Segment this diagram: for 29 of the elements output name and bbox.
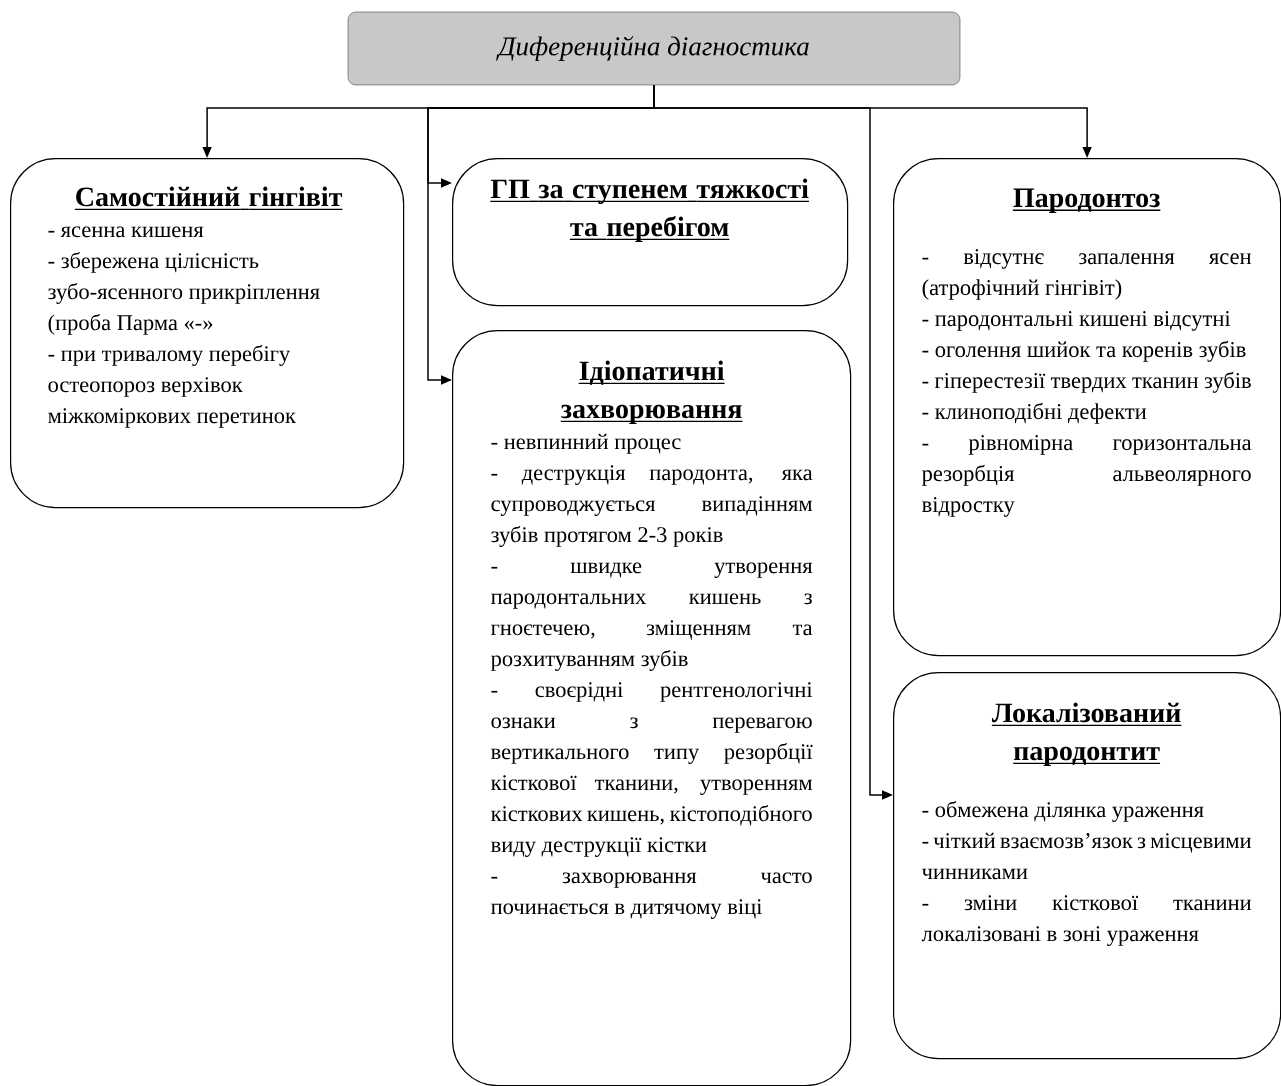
list-item: - клиноподібні дефекти bbox=[922, 402, 1147, 424]
list-item: - своєрідні рентгенологічні ознаки з перевагою вертикального типу резорбції кісткової тканини, утворенням кісткових кишень, кістоподібного виду деструкції кістки bbox=[491, 682, 813, 857]
list-item: - невпинний процес bbox=[491, 433, 681, 454]
heading: Локалізований пародонтит bbox=[991, 702, 1183, 766]
rounded-box bbox=[893, 672, 1281, 1060]
title-text: Диференційна діагностика bbox=[496, 36, 809, 61]
heading: Пародонтоз bbox=[1012, 188, 1162, 213]
rounded-box bbox=[893, 158, 1281, 657]
list-item: - пародонтальні кишені відсутні bbox=[922, 311, 1231, 331]
list-item: - зміни кісткової тканини локалізовані в зоні ураження bbox=[921, 895, 1252, 946]
list-item: - чіткий взаємозв’язок з місцевими чинниками bbox=[921, 832, 1252, 880]
list-item: - відсутнє запалення ясен (атрофічний гінгівіт) bbox=[922, 249, 1252, 300]
heading: ГП за ступенем тяжкості та перебігом bbox=[489, 178, 810, 242]
list-item: - захворювання часто починається в дитячому віці bbox=[491, 872, 812, 919]
rounded-box bbox=[10, 158, 405, 509]
rounded-box bbox=[452, 158, 849, 307]
heading: Ідіопатичні захворювання bbox=[560, 360, 744, 424]
list-item: - оголення шийок та коренів зубів bbox=[922, 340, 1246, 362]
list-item: - швидке утворення пародонтальних кишень з гноєтечею, зміщенням та розхитуванням зубів bbox=[490, 562, 813, 671]
list-item: - ясенна кишеня bbox=[48, 226, 204, 238]
title-box bbox=[347, 11, 961, 86]
rounded-box bbox=[452, 330, 852, 1086]
list-item: - рівномірна горизонтальна резорбція альвеолярного відростку bbox=[921, 435, 1252, 517]
list-item: - деструкція пародонта, яка супроводжується випадінням зубів протягом 2-3 років bbox=[491, 465, 813, 547]
heading: Самостійний гінгівіт bbox=[74, 186, 344, 211]
list-item: - при тривалому перебігу остеопороз верхівок міжкоміркових перетинок bbox=[48, 344, 296, 428]
list-item: - збережена цілісність зубо-ясенного прикріплення (проба Парма «-» bbox=[48, 251, 320, 335]
list-item: - гіперестезії твердих тканин зубів bbox=[922, 371, 1251, 393]
list-item: - обмежена ділянка ураження bbox=[922, 800, 1204, 822]
